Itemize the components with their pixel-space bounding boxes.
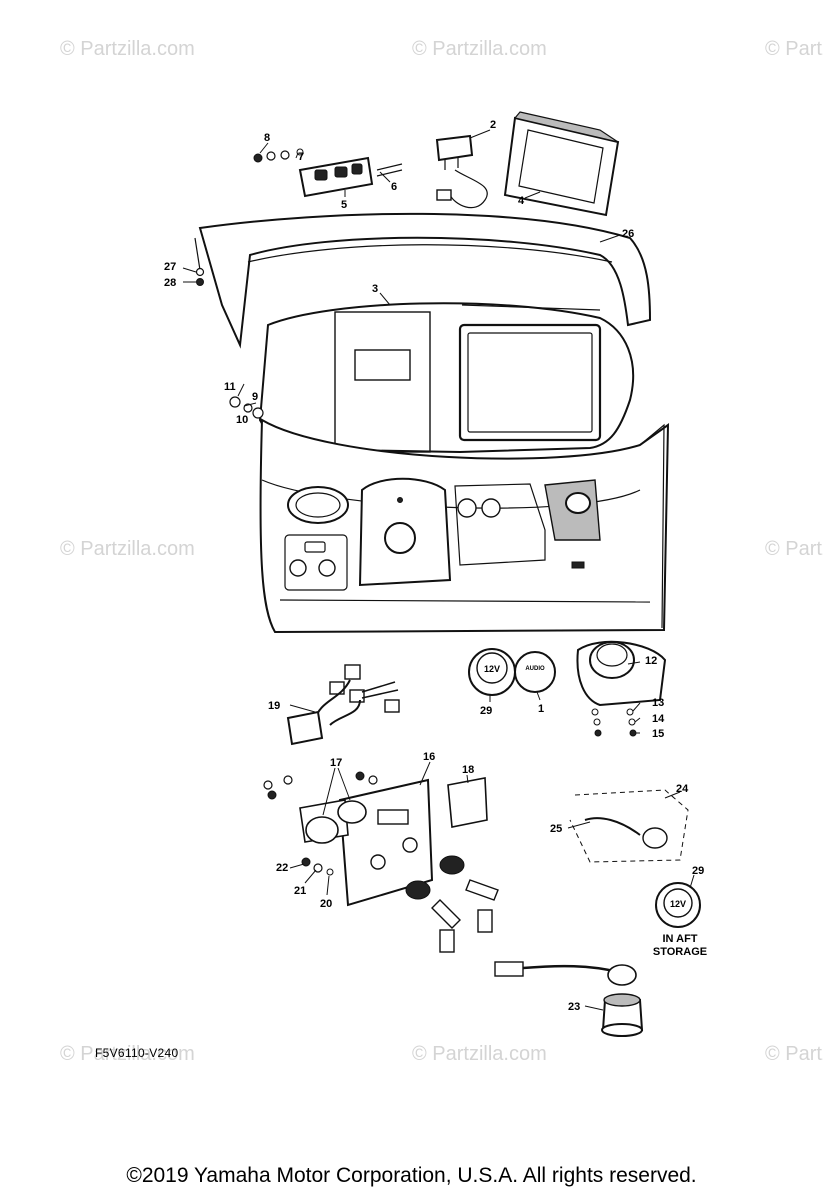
watermark: © Partzilla.com [412, 1043, 547, 1065]
callout-9: 9 [252, 391, 258, 403]
callout-22: 22 [276, 862, 288, 874]
display-bezel-part[interactable] [503, 111, 620, 217]
callout-12: 12 [645, 655, 657, 667]
callout-3: 3 [372, 283, 378, 295]
callout-8: 8 [264, 132, 270, 144]
callout-23: 23 [568, 1001, 580, 1013]
callout-26: 26 [622, 228, 634, 240]
callout-24: 24 [676, 783, 689, 795]
callout-13: 13 [652, 697, 664, 709]
callout-6: 6 [391, 181, 397, 193]
callout-19: 19 [268, 700, 280, 712]
copyright-notice: ©2019 Yamaha Motor Corporation, U.S.A. A… [126, 1164, 697, 1187]
watermark: © Partzilla.com [60, 1043, 195, 1065]
callout-7: 7 [298, 151, 304, 163]
callout-25: 25 [550, 823, 562, 835]
twelve-volt-socket-part[interactable]: 12V [468, 648, 516, 696]
callout-17: 17 [330, 757, 342, 769]
speaker-connector-part[interactable] [494, 961, 644, 1037]
callout-14: 14 [652, 713, 665, 725]
display-module-part[interactable] [435, 134, 488, 209]
watermark: © Partzilla.com [60, 38, 195, 60]
switch-panel-part[interactable] [298, 156, 374, 198]
watermark: © Partzilla.com [765, 538, 823, 560]
socket-label: 12V [670, 899, 686, 909]
socket-label: AUDIO [525, 666, 545, 672]
callout-29: 29 [480, 705, 492, 717]
key-switch-plate-part[interactable] [263, 771, 499, 953]
callout-4: 4 [518, 195, 525, 207]
callout-15: 15 [652, 728, 664, 740]
watermark: © Partzilla.com [765, 1043, 823, 1065]
sensor-kit-part[interactable] [569, 789, 689, 863]
aft-storage-socket-part[interactable]: 12V [655, 882, 701, 928]
dash-fasteners[interactable] [194, 237, 264, 419]
callout-29: 29 [692, 865, 704, 877]
audio-socket-part[interactable]: AUDIO [514, 651, 556, 693]
callout-27: 27 [164, 261, 176, 273]
callout-11: 11 [224, 381, 236, 393]
wire-harness-part[interactable] [286, 664, 400, 746]
callout-5: 5 [341, 199, 347, 211]
socket-label: 12V [484, 664, 500, 674]
aft-storage-note-line2: STORAGE [653, 946, 707, 958]
upper-dash-trim-part[interactable] [198, 212, 652, 349]
callout-21: 21 [294, 885, 306, 897]
dash-cover-part[interactable] [258, 302, 635, 454]
fastener-set[interactable] [253, 148, 403, 177]
callout-18: 18 [462, 764, 474, 776]
dashboard-body[interactable] [259, 418, 670, 634]
diagram-code: F5V6110-V240 [95, 1046, 179, 1060]
callout-10: 10 [236, 414, 248, 426]
watermark: © Partzilla.com [412, 38, 547, 60]
callout-28: 28 [164, 277, 176, 289]
leader-lines [182, 129, 695, 1011]
callout-16: 16 [423, 751, 435, 763]
watermarks: © Partzilla.com © Partzilla.com © Partzi… [60, 38, 823, 1065]
callout-1: 1 [538, 703, 544, 715]
throttle-control-part[interactable] [576, 640, 667, 737]
callouts: 2 3 4 5 6 7 8 9 10 11 27 28 26 12 13 14 … [164, 119, 707, 1013]
callout-20: 20 [320, 898, 332, 910]
callout-2: 2 [490, 119, 496, 131]
watermark: © Partzilla.com [765, 38, 823, 60]
watermark: © Partzilla.com [60, 538, 195, 560]
aft-storage-note-line1: IN AFT [662, 933, 697, 945]
